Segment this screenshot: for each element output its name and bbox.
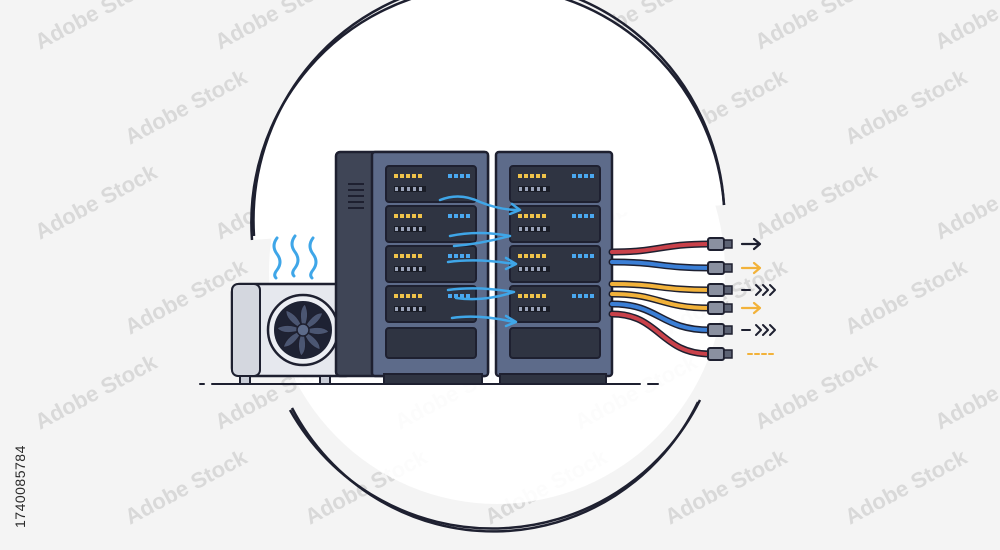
ac-condenser-unit	[230, 282, 356, 385]
heat-waves-icon	[272, 234, 318, 280]
fan-icon	[266, 293, 340, 367]
chevron-right-icon	[762, 284, 769, 296]
watermark-tile: Adobe Stock	[121, 64, 252, 150]
circle-outline-bottom	[290, 401, 700, 533]
server-drive-unit	[385, 205, 477, 243]
airflow-arrows-icon	[438, 195, 522, 328]
server-drive-unit	[509, 285, 601, 323]
rack-vent-icon	[348, 183, 364, 209]
cable-connector-icon	[707, 301, 733, 315]
watermark-tile: Adobe Stock	[661, 444, 792, 530]
cable-line	[610, 260, 712, 270]
watermark-tile: Adobe Stock	[211, 0, 342, 54]
cable-line	[610, 312, 712, 356]
cable-line	[610, 282, 712, 292]
server-rack-right	[494, 150, 614, 385]
watermark-tile: Adobe Stock	[841, 64, 972, 150]
server-drive-unit	[509, 165, 601, 203]
watermark-tile: Adobe Stock	[31, 349, 162, 435]
cable-connector-icon	[707, 283, 733, 297]
chevron-right-icon	[769, 284, 776, 296]
server-drive-unit	[509, 205, 601, 243]
circle-outline-top	[252, 0, 726, 237]
watermark-tile: Adobe Stock	[931, 0, 1000, 54]
cable-line	[610, 242, 712, 254]
watermark-tile: Adobe Stock	[751, 349, 882, 435]
chevron-right-icon	[755, 284, 762, 296]
arrow-right-icon	[740, 261, 762, 275]
server-drive-unit	[509, 245, 601, 283]
watermark-tile: Adobe Stock	[841, 444, 972, 530]
server-rack-left	[334, 150, 490, 385]
server-drive-unit	[385, 165, 477, 203]
chevron-right-icon	[769, 324, 776, 336]
cable-line	[610, 292, 712, 310]
cable-line	[610, 302, 712, 332]
stock-id-text: 1740085784	[12, 445, 28, 528]
watermark-tile: Adobe Stock	[751, 159, 882, 245]
watermark-tile: Adobe Stock	[31, 159, 162, 245]
server-drive-unit	[385, 285, 477, 323]
arrow-right-icon	[740, 301, 762, 315]
watermark-tile: Adobe Stock	[31, 0, 162, 54]
cable-connector-icon	[707, 261, 733, 275]
chevron-right-icon	[755, 324, 762, 336]
cable-connector-icon	[707, 347, 733, 361]
watermark-tile: Adobe Stock	[841, 254, 972, 340]
network-cables	[608, 237, 776, 361]
server-drive-unit	[385, 245, 477, 283]
arrow-right-icon	[740, 237, 762, 251]
chevron-right-icon	[762, 324, 769, 336]
cable-connector-icon	[707, 323, 733, 337]
watermark-tile: Adobe Stock	[931, 159, 1000, 245]
watermark-tile: Adobe Stock	[931, 349, 1000, 435]
cable-connector-icon	[707, 237, 733, 251]
watermark-tile: Adobe Stock	[751, 0, 882, 54]
watermark-tile: Adobe Stock	[121, 444, 252, 530]
